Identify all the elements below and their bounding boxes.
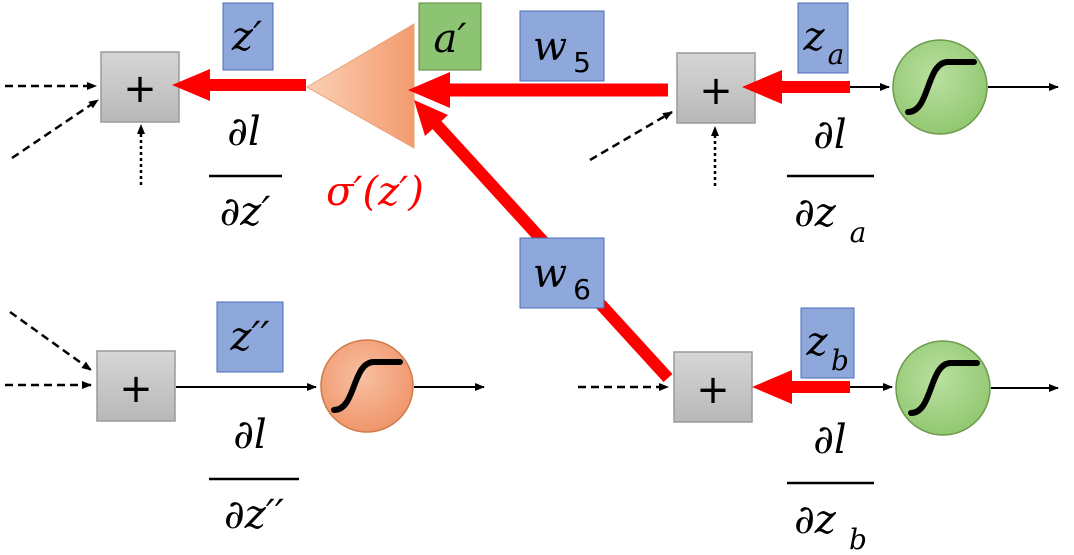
z-b-subscript: b [831, 344, 849, 377]
z-a-label: z [802, 14, 825, 60]
adder-z-prime: + [100, 51, 180, 123]
grad-denominator: ∂z [794, 497, 837, 543]
grad-numerator: ∂l [813, 112, 846, 158]
grad-z-a: ∂l ∂z a [787, 112, 874, 249]
w5-subscript: 5 [573, 46, 591, 79]
z-prime-label: z′ [231, 14, 262, 60]
grad-z-b: ∂l ∂z b [787, 417, 874, 555]
grad-denominator: ∂z′ [220, 189, 271, 235]
sigma-prime-triangle [306, 23, 415, 149]
plus-symbol: + [696, 367, 730, 413]
grad-numerator: ∂l [813, 417, 846, 463]
sigmoid-icon [331, 359, 403, 413]
bottom-left-inputs [5, 310, 92, 389]
sigma-prime-label: σ′(z′) [326, 169, 424, 215]
grad-z-prime: ∂l ∂z′ [209, 109, 282, 235]
plus-symbol: + [119, 366, 153, 412]
sigmoid-node-b [895, 340, 991, 436]
w6-box: w 6 [519, 237, 605, 309]
grad-denominator: ∂z [794, 190, 837, 236]
a-prime-box: a′ [418, 2, 482, 71]
sigmoid-icon [908, 360, 980, 416]
plus-symbol: + [699, 68, 733, 114]
a-prime-label: a′ [434, 16, 467, 62]
w6-label: w [533, 251, 567, 297]
grad-numerator: ∂l [233, 412, 266, 458]
plus-symbol: + [123, 66, 157, 112]
w5-box: w 5 [519, 10, 605, 82]
z-a-subscript: a [828, 38, 845, 71]
adder-z-double-prime: + [96, 350, 176, 422]
sigmoid-node-a [892, 39, 988, 135]
adder-z-b: + [673, 351, 753, 423]
backprop-arrow-to-z-a [742, 70, 850, 104]
w5-label: w [533, 24, 567, 70]
backprop-arrow-to-z-prime [172, 69, 306, 101]
grad-denominator-subscript: b [849, 523, 867, 555]
backprop-arrow-to-z-b [752, 370, 850, 404]
backprop-arrow-w5 [408, 72, 668, 108]
top-left-inputs [5, 82, 145, 185]
grad-z-double-prime: ∂l ∂z′′ [209, 412, 299, 538]
w6-subscript: 6 [573, 273, 591, 306]
z-double-prime-box: z′′ [216, 301, 284, 373]
z-b-label: z [805, 319, 828, 365]
adder-z-a: + [676, 52, 756, 124]
sigmoid-node-double-prime [320, 339, 414, 433]
sigmoid-icon [905, 59, 977, 115]
grad-denominator-subscript: a [850, 216, 867, 249]
grad-denominator: ∂z′′ [224, 492, 284, 538]
z-prime-box: z′ [222, 2, 274, 71]
grad-numerator: ∂l [227, 109, 260, 155]
z-a-box: z a [797, 2, 849, 74]
z-double-prime-label: z′′ [229, 314, 269, 360]
top-right-inputs [589, 110, 719, 186]
z-b-box: z b [800, 307, 855, 379]
